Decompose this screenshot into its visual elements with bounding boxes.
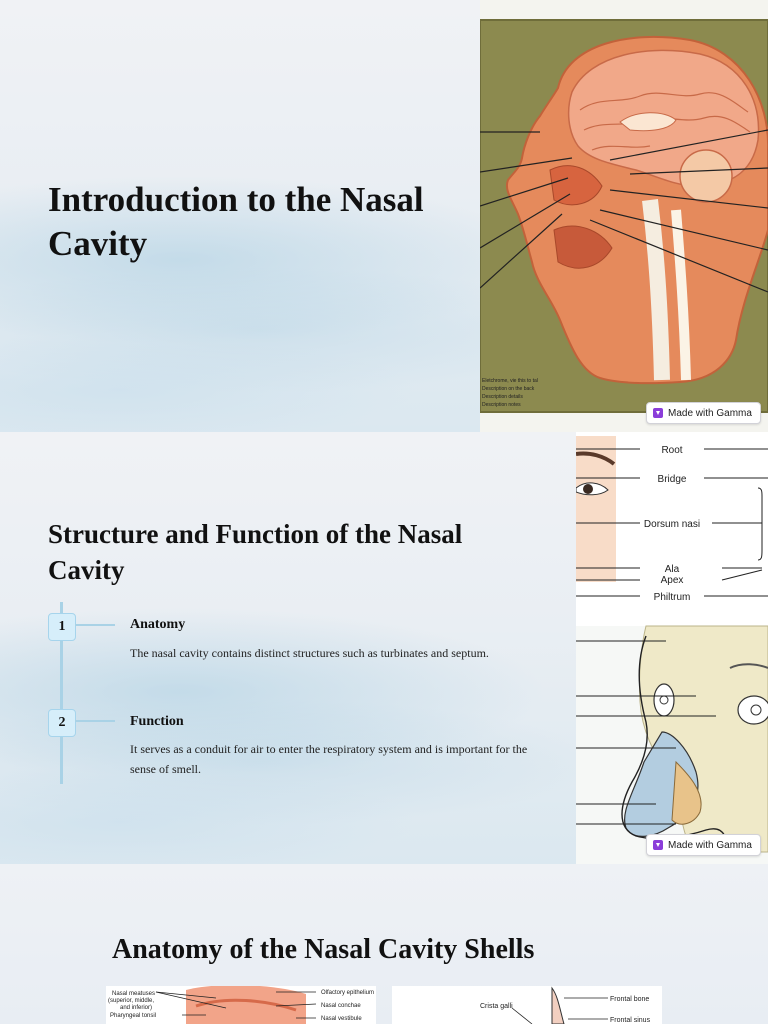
slide-title: Structure and Function of the Nasal Cavi… [48, 519, 463, 585]
nose-anatomy-illustration: Root Bridge Dorsum nasi Ala Apex Philtru… [575, 436, 768, 864]
nose-anatomy-image: Root Bridge Dorsum nasi Ala Apex Philtru… [575, 432, 768, 864]
step-number: 2 [48, 709, 76, 737]
diagram-label: Pharyngeal tonsil [110, 1013, 156, 1019]
skull-diagram-thumbnail: Crista galli Frontal bone Frontal sinus [392, 986, 662, 1024]
diagram-label: Nasal vestibule [321, 1016, 362, 1022]
diagram-label: and inferior) [120, 1005, 152, 1011]
step-description: The nasal cavity contains distinct struc… [130, 646, 489, 660]
step-description: It serves as a conduit for air to enter … [130, 742, 528, 776]
diagram-label: Nasal conchae [321, 1003, 361, 1009]
nose-label: Dorsum nasi [644, 519, 700, 530]
timeline-line [60, 602, 63, 784]
caption-line: Description on the back [482, 386, 535, 392]
made-with-gamma-badge[interactable]: Made with Gamma [646, 402, 761, 424]
diagram-label: Olfactory epithelium [321, 990, 374, 996]
slide-structure-function: Structure and Function of the Nasal Cavi… [0, 432, 768, 864]
caption-line: Description notes [482, 402, 521, 408]
skull-diagram: Crista galli Frontal bone Frontal sinus [480, 986, 651, 1024]
gamma-logo-icon [653, 408, 663, 418]
nose-label: Ala [665, 564, 680, 575]
slide-intro: Introduction to the Nasal Cavity [0, 0, 768, 432]
diagram-label: (superior, middle, [108, 998, 154, 1004]
step-connector [75, 720, 115, 722]
nasal-cavity-diagram: Nasal meatuses (superior, middle, and in… [108, 986, 374, 1024]
nose-label: Philtrum [654, 592, 691, 603]
head-cross-section-illustration: Eletchrome, vie this to tal Description … [479, 19, 768, 413]
step-number: 1 [48, 613, 76, 641]
nose-label: Bridge [658, 474, 687, 485]
slide-title: Introduction to the Nasal Cavity [48, 180, 424, 263]
badge-label: Made with Gamma [668, 407, 752, 419]
step-title: Anatomy [130, 617, 186, 632]
slide-title: Anatomy of the Nasal Cavity Shells [112, 934, 535, 965]
diagram-label: Nasal meatuses [112, 991, 155, 997]
made-with-gamma-badge[interactable]: Made with Gamma [646, 834, 761, 856]
slide-nasal-shells: Anatomy of the Nasal Cavity Shells Nasal… [0, 864, 768, 1024]
nasal-cavity-diagram-thumbnail: Nasal meatuses (superior, middle, and in… [106, 986, 376, 1024]
diagram-label: Crista galli [480, 1003, 513, 1010]
caption-line: Description details [482, 394, 523, 400]
caption-line: Eletchrome, vie this to tal [482, 378, 538, 384]
diagram-label: Frontal bone [610, 996, 649, 1003]
step-title: Function [130, 714, 184, 729]
nose-label: Apex [661, 575, 684, 586]
badge-label: Made with Gamma [668, 839, 752, 851]
slide-content: Structure and Function of the Nasal Cavi… [0, 432, 576, 864]
step-connector [75, 624, 115, 626]
nose-label: Root [661, 445, 682, 456]
head-cross-section-image: Eletchrome, vie this to tal Description … [479, 0, 768, 432]
gamma-logo-icon [653, 840, 663, 850]
diagram-label: Frontal sinus [610, 1017, 651, 1024]
